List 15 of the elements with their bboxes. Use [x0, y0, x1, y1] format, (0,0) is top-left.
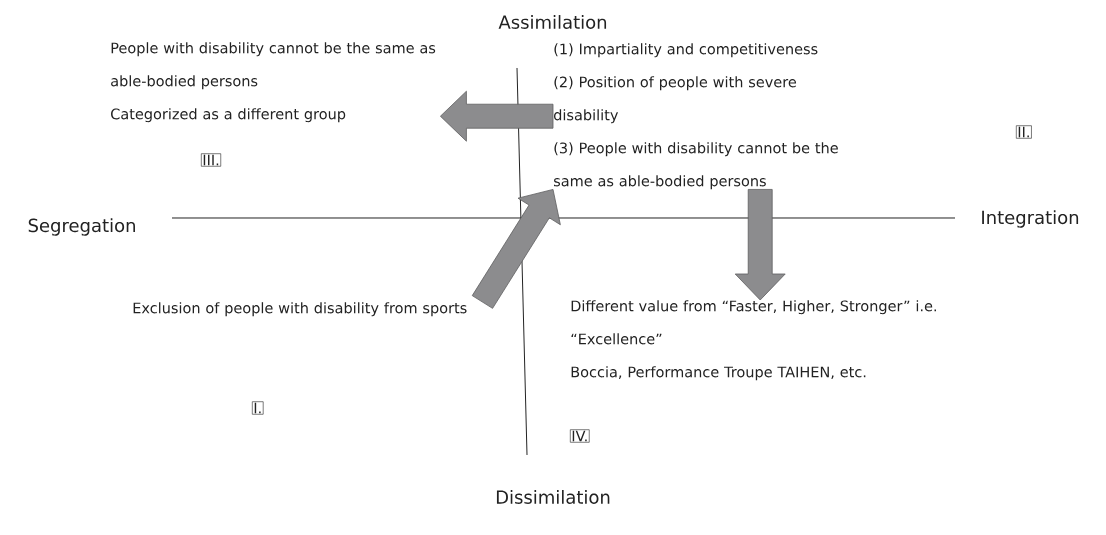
axis-label: Integration — [982, 210, 1079, 228]
quadrant-text: Different value from “Faster, Higher, Stronger” i.e. “Excellence” Boccia, Performance Troupe TAIHEN, etc. — [571, 300, 936, 381]
quadrant-text: Exclusion of people with disability from sports — [133, 302, 467, 317]
quadrant-text: (1) Impartiality and competitiveness (2) Position of people with severe disability (3) People with disability cannot be the same as able-bodied persons — [554, 43, 838, 190]
axis-label: Assimilation — [498, 15, 607, 29]
block-arrow — [734, 189, 786, 301]
quadrant-text: People with disability cannot be the same as able-bodied persons Categorized as a different group — [111, 42, 436, 123]
block-arrow — [471, 189, 561, 309]
quadrant-number: I. — [252, 401, 264, 415]
quadrant-number: III. — [201, 153, 222, 167]
block-arrow — [440, 90, 554, 142]
quadrant-number: II. — [1016, 125, 1032, 139]
axis-label: Segregation — [28, 218, 135, 236]
quadrant-number: IV. — [570, 429, 590, 443]
axis-label: Dissimilation — [496, 490, 610, 504]
